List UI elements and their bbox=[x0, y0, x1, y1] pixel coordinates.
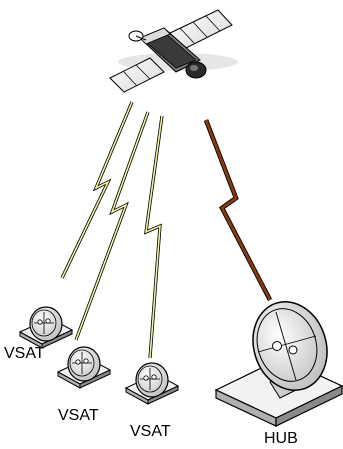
vsat-label-3: VSAT bbox=[130, 424, 171, 440]
vsat-link-3 bbox=[146, 116, 162, 358]
satellite-icon bbox=[110, 10, 238, 92]
vsat-label-1: VSAT bbox=[4, 346, 45, 362]
small-dish-icon bbox=[126, 363, 178, 404]
hub-label: HUB bbox=[264, 431, 298, 447]
vsat-label-2: VSAT bbox=[58, 408, 99, 424]
small-dish-icon bbox=[58, 347, 110, 388]
large-dish-icon bbox=[216, 292, 342, 426]
hub-link bbox=[206, 120, 270, 300]
small-dish-icon bbox=[20, 307, 72, 348]
